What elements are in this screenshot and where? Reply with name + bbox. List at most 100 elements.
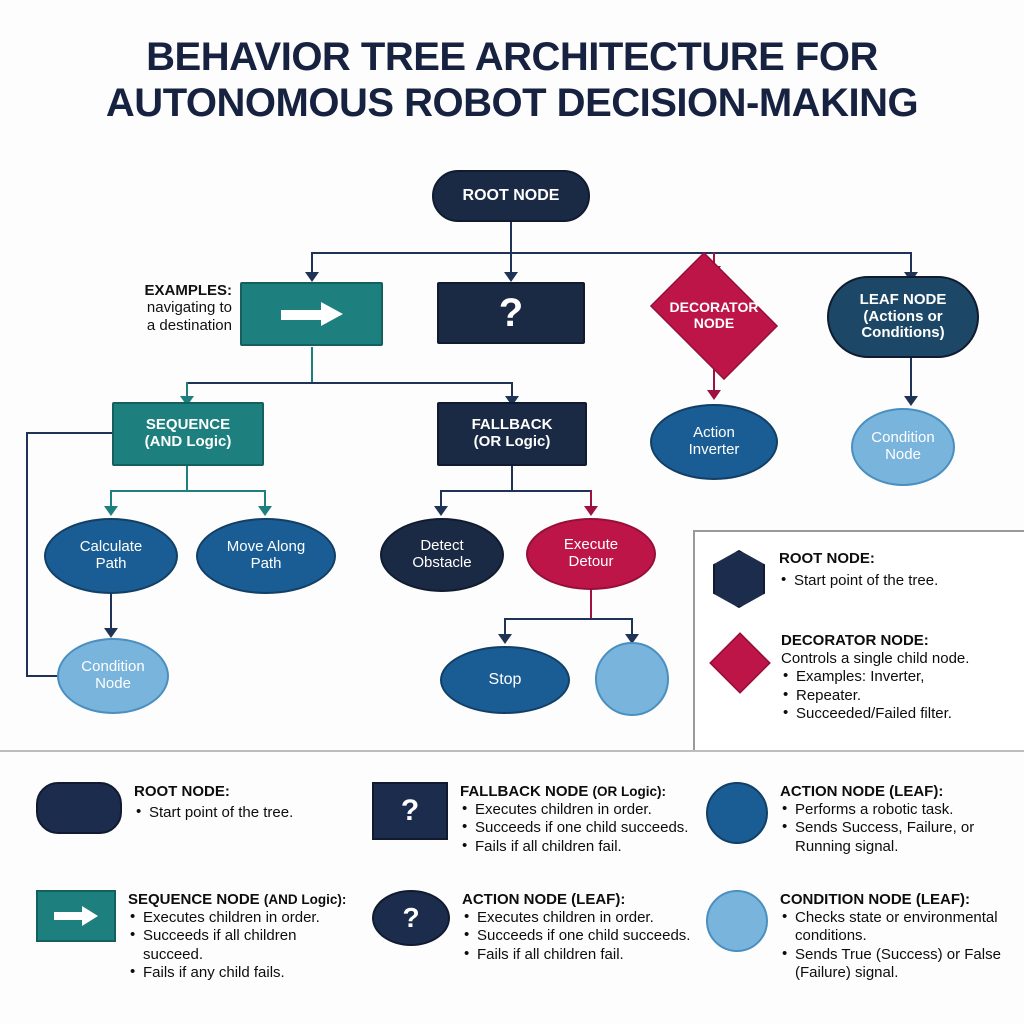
node-unlabeled-condition[interactable] <box>595 642 669 716</box>
node-condition-left-line-1: Condition <box>81 658 145 676</box>
rect-teal-arrow-icon <box>36 890 116 942</box>
node-move-along-path[interactable]: Move Along Path <box>196 518 336 594</box>
inset-item-decorator-bullets: Examples: Inverter, Repeater. Succeeded/… <box>781 667 969 723</box>
legend-item-root-header: ROOT NODE: <box>134 783 230 800</box>
legend-item-sequence-header-main: SEQUENCE NODE <box>128 891 260 908</box>
arrowhead-detect-obstacle <box>434 506 448 516</box>
examples-line-2: a destination <box>146 316 232 334</box>
node-detect-obstacle[interactable]: Detect Obstacle <box>380 518 504 592</box>
diamond-swatch-wrap <box>709 632 771 694</box>
connector-sequence-left <box>110 490 112 508</box>
legend-item-condition-bullets: Checks state or environmental conditions… <box>780 908 1006 982</box>
legend-item-action-middle-bullets: Executes children in order. Succeeds if … <box>462 908 690 964</box>
node-fallback-line-1: FALLBACK <box>471 416 553 434</box>
legend-item-fallback-text: FALLBACK NODE (OR Logic): Executes child… <box>460 782 688 856</box>
arrow-right-icon <box>54 906 98 926</box>
node-condition-left-line-2: Node <box>95 675 131 692</box>
legend-item-root-node: ROOT NODE: Start point of the tree. <box>36 782 356 834</box>
legend-divider <box>0 750 1024 752</box>
node-condition-right[interactable]: Condition Node <box>851 408 955 486</box>
node-fallback-line-2: (OR Logic) <box>473 433 551 450</box>
node-stop[interactable]: Stop <box>440 646 570 714</box>
page-title: BEHAVIOR TREE ARCHITECTURE FOR AUTONOMOU… <box>0 34 1024 126</box>
title-line-2: AUTONOMOUS ROBOT DECISION-MAKING <box>105 81 919 125</box>
legend-item-sequence-bullet-2: Fails if any child fails. <box>128 963 356 982</box>
connector-root-to-leaf <box>910 252 912 274</box>
node-leaf-line-1: LEAF NODE <box>859 290 947 308</box>
connector-root-to-decorator <box>713 252 715 270</box>
arrowhead-action-inverter <box>707 390 721 400</box>
legend-item-action-node-right: ACTION NODE (LEAF): Performs a robotic t… <box>706 782 1006 856</box>
node-decorator[interactable]: DECORATOR NODE <box>640 252 788 380</box>
connector-sequence-right <box>264 490 266 508</box>
node-detect-obstacle-line-2: Obstacle <box>412 554 472 571</box>
connector-root-to-sequence <box>311 252 313 274</box>
node-fallback-top[interactable]: ? <box>437 282 585 344</box>
connector-seqtop-stem <box>311 347 313 382</box>
arrowhead-condition-right <box>904 396 918 406</box>
connector-root-to-fallback <box>510 252 512 274</box>
examples-caption: EXAMPLES: navigating to a destination <box>110 282 232 334</box>
legend-item-action-right-text: ACTION NODE (LEAF): Performs a robotic t… <box>780 782 1006 856</box>
legend-item-fallback-bullet-0: Executes children in order. <box>460 800 688 819</box>
legend-item-action-right-bullet-1: Sends Success, Failure, or Running signa… <box>780 818 1006 856</box>
node-calculate-path[interactable]: Calculate Path <box>44 518 178 594</box>
legend-item-fallback-node: ? FALLBACK NODE (OR Logic): Executes chi… <box>372 782 692 856</box>
node-sequence[interactable]: SEQUENCE (AND Logic) <box>112 402 264 466</box>
arrowhead-unlabeled-condition <box>625 634 639 644</box>
legend-item-action-middle-bullet-0: Executes children in order. <box>462 908 690 927</box>
legend-item-action-middle-bullet-1: Succeeds if one child succeeds. <box>462 926 690 945</box>
circle-lightblue-icon <box>706 890 768 952</box>
node-sequence-line-2: (AND Logic) <box>144 433 232 450</box>
legend-item-condition-header: CONDITION NODE (LEAF): <box>780 891 970 908</box>
legend-item-fallback-header-soft: (OR Logic): <box>592 784 667 799</box>
node-leaf-line-2: (Actions or <box>863 307 943 325</box>
inset-item-root-node: ROOT NODE: Start point of the tree. <box>713 550 1013 608</box>
connector-fallback-bus <box>440 490 592 492</box>
ellipse-navy-question-icon: ? <box>372 890 450 946</box>
inset-item-decorator-header: DECORATOR NODE: <box>781 632 929 649</box>
examples-heading: EXAMPLES: <box>144 282 232 299</box>
connector-wrap-bottom <box>26 675 64 677</box>
inset-item-decorator-subtitle: Controls a single child node. <box>781 650 970 667</box>
legend-item-root-bullets: Start point of the tree. <box>134 803 293 822</box>
legend-item-condition-bullet-0: Checks state or environmental conditions… <box>780 908 1006 946</box>
connector-detour-bus <box>504 618 632 620</box>
inset-item-decorator-bullet-1: Repeater. <box>781 686 969 705</box>
legend-item-fallback-header-main: FALLBACK NODE <box>460 783 589 800</box>
node-root-label: ROOT NODE <box>462 187 560 205</box>
legend-item-sequence-bullet-0: Executes children in order. <box>128 908 356 927</box>
connector-to-sequence <box>186 382 188 398</box>
connector-fallback-right <box>590 490 592 508</box>
node-fallback[interactable]: FALLBACK (OR Logic) <box>437 402 587 466</box>
connector-fallback-stem <box>511 466 513 490</box>
node-calculate-path-line-2: Path <box>95 555 127 572</box>
node-action-inverter[interactable]: Action Inverter <box>650 404 778 480</box>
arrowhead-stop <box>498 634 512 644</box>
legend-item-action-right-bullet-0: Performs a robotic task. <box>780 800 1006 819</box>
connector-wrap-vertical <box>26 432 28 677</box>
node-move-along-path-line-1: Move Along <box>226 538 306 556</box>
node-sequence-top[interactable] <box>240 282 383 346</box>
connector-root-stem <box>510 222 512 252</box>
node-execute-detour[interactable]: Execute Detour <box>526 518 656 590</box>
legend-item-action-middle-bullet-2: Fails if all children fail. <box>462 945 690 964</box>
node-leaf[interactable]: LEAF NODE (Actions or Conditions) <box>827 276 979 358</box>
node-condition-left[interactable]: Condition Node <box>57 638 169 714</box>
legend-item-sequence-header-soft: (AND Logic): <box>263 892 347 907</box>
connector-sequence-bus <box>110 490 266 492</box>
inset-item-decorator-node: DECORATOR NODE: Controls a single child … <box>709 632 1021 723</box>
connector-decorator-to-inverter <box>713 356 715 394</box>
connector-calcpath-to-condition <box>110 590 112 632</box>
legend-item-action-middle-header: ACTION NODE (LEAF): <box>462 891 626 908</box>
arrowhead-calculate-path <box>104 506 118 516</box>
inset-item-root-bullets: Start point of the tree. <box>779 571 938 590</box>
legend-item-root-bullet-0: Start point of the tree. <box>134 803 293 822</box>
legend-item-condition-node: CONDITION NODE (LEAF): Checks state or e… <box>706 890 1006 982</box>
connector-leaf-to-condition <box>910 358 912 400</box>
connector-to-fallback <box>511 382 513 398</box>
arrowhead-sequence-top <box>305 272 319 282</box>
inset-legend-panel: ROOT NODE: Start point of the tree. DECO… <box>693 530 1024 752</box>
node-execute-detour-line-2: Detour <box>568 553 614 570</box>
node-root[interactable]: ROOT NODE <box>432 170 590 222</box>
